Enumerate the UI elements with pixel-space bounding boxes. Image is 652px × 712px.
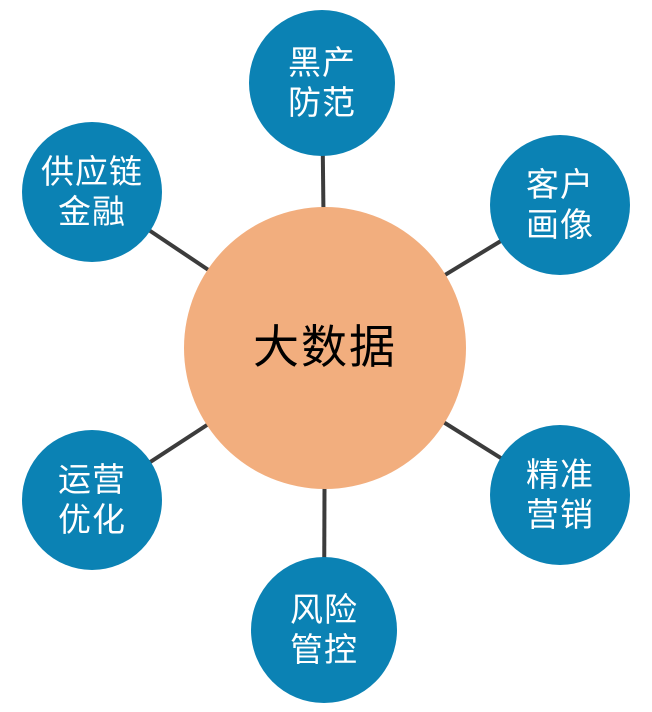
satellite-label-line2: 营销 xyxy=(526,496,594,533)
satellite-label-line2: 防范 xyxy=(288,84,356,121)
satellite-node-feng-xian-guan-kong[interactable]: 风险 管控 xyxy=(251,557,397,703)
connector-line-jing-zhun-ying-xiao xyxy=(442,420,503,461)
satellite-label-line1: 供应链 xyxy=(41,152,143,190)
satellite-label-line2: 优化 xyxy=(58,501,126,538)
center-node-big-data[interactable]: 大数据 xyxy=(184,207,466,489)
connector-line-ke-hu-hua-xiang xyxy=(443,239,503,277)
satellite-label-line2: 金融 xyxy=(58,193,126,230)
satellite-node-hei-chan-fang-fan[interactable]: 黑产 防范 xyxy=(249,10,395,156)
satellite-label-line1: 黑产 xyxy=(288,43,356,81)
satellite-node-yun-ying-you-hua[interactable]: 运营 优化 xyxy=(22,430,162,570)
satellite-label-line1: 运营 xyxy=(58,460,126,498)
satellite-label-line1: 风险 xyxy=(290,590,358,628)
connector-line-yun-ying-you-hua xyxy=(148,422,209,464)
center-node-label: 大数据 xyxy=(253,321,397,374)
satellite-node-jing-zhun-ying-xiao[interactable]: 精准 营销 xyxy=(490,425,630,565)
connector-line-hei-chan-fang-fan xyxy=(320,154,326,209)
satellite-label-line2: 画像 xyxy=(526,206,594,243)
satellite-node-gong-ying-lian-jin-rong[interactable]: 供应链 金融 xyxy=(22,122,162,262)
satellite-label-line1: 精准 xyxy=(526,455,594,493)
satellite-label-line1: 客户 xyxy=(526,165,594,203)
satellite-label-line2: 管控 xyxy=(290,631,358,668)
satellite-node-ke-hu-hua-xiang[interactable]: 客户 画像 xyxy=(490,135,630,275)
connector-line-gong-ying-lian-jin-rong xyxy=(148,228,210,272)
